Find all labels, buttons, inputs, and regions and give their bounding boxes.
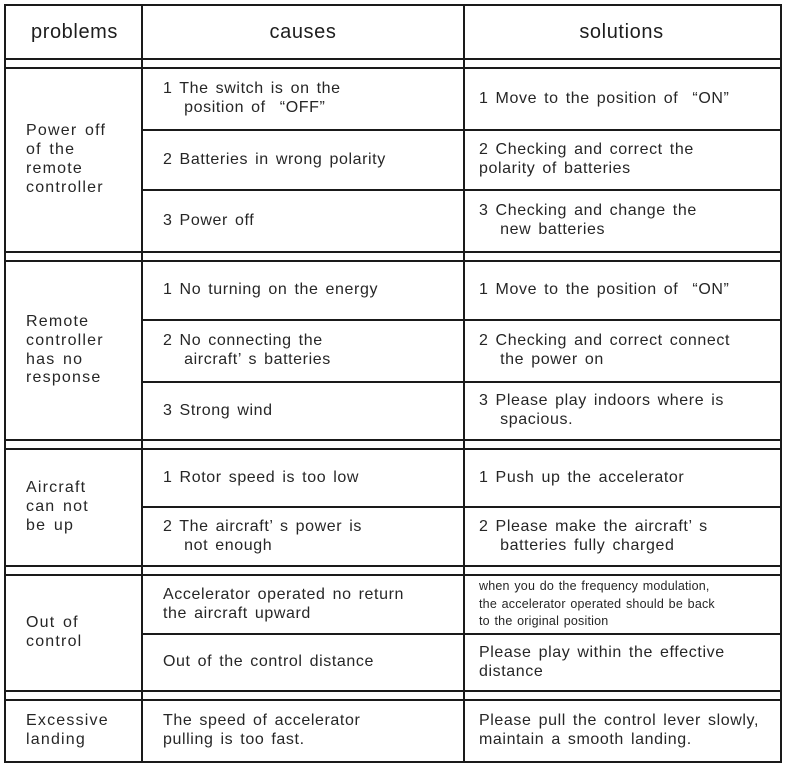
table-row: 3 Power off 3 Checking and change the ne…: [143, 189, 780, 251]
cause-cell: 1 No turning on the energy: [163, 281, 379, 299]
cause-cell: 3 Strong wind: [163, 401, 273, 419]
problem-cell: Out of control: [26, 614, 83, 650]
section-rows: 1 No turning on the energy 1 Move to the…: [143, 262, 780, 439]
cause-cell: Accelerator operated no return the aircr…: [163, 585, 405, 622]
solution-cell: when you do the frequency modulation, th…: [479, 579, 715, 629]
problem-cell: Excessive landing: [26, 712, 109, 748]
solution-cell: 2 Checking and correct the polarity of b…: [479, 141, 694, 177]
cause-cell: 3 Power off: [163, 211, 255, 229]
table-row: 2 No connecting the aircraft’ s batterie…: [143, 319, 780, 381]
problem-cell: Aircraft can not be up: [26, 479, 89, 534]
column-divider-2: [463, 6, 465, 763]
cause-cell: Out of the control distance: [163, 653, 374, 671]
table-row: 3 Strong wind 3 Please play indoors wher…: [143, 381, 780, 439]
section-rows: 1 Rotor speed is too low 1 Push up the a…: [143, 450, 780, 565]
header-solutions: solutions: [579, 20, 664, 43]
section-rows: 1 The switch is on the position of “OFF”…: [143, 69, 780, 251]
section-rows: The speed of accelerator pulling is too …: [143, 701, 780, 761]
solution-cell: 3 Please play indoors where is spacious.: [479, 392, 725, 428]
section-power-off-remote: Power off of the remote controller 1 The…: [6, 67, 780, 253]
table-row: 1 Rotor speed is too low 1 Push up the a…: [143, 450, 780, 506]
section-no-response: Remote controller has no response 1 No t…: [6, 260, 780, 441]
cause-cell: The speed of accelerator pulling is too …: [163, 712, 361, 748]
cause-cell: 2 The aircraft’ s power is not enough: [163, 517, 362, 554]
section-rows: Accelerator operated no return the aircr…: [143, 576, 780, 690]
cause-cell: 1 Rotor speed is too low: [163, 468, 360, 486]
solution-cell: Please pull the control lever slowly, ma…: [479, 712, 760, 748]
table-row: 2 Batteries in wrong polarity 2 Checking…: [143, 129, 780, 189]
cause-cell: 1 The switch is on the position of “OFF”: [163, 80, 341, 116]
section-aircraft-not-up: Aircraft can not be up 1 Rotor speed is …: [6, 448, 780, 567]
table-row: 1 No turning on the energy 1 Move to the…: [143, 262, 780, 319]
solution-cell: 1 Push up the accelerator: [479, 468, 685, 486]
table-row: The speed of accelerator pulling is too …: [143, 701, 780, 761]
solution-cell: 2 Checking and correct connect the power…: [479, 332, 731, 368]
section-out-of-control: Out of control Accelerator operated no r…: [6, 574, 780, 692]
table-row: Accelerator operated no return the aircr…: [143, 576, 780, 633]
section-excessive-landing: Excessive landing The speed of accelerat…: [6, 699, 780, 763]
troubleshooting-table: problems causes solutions Power off of t…: [4, 4, 782, 763]
header-problems: problems: [30, 20, 119, 43]
solution-cell: 1 Move to the position of “ON”: [479, 89, 730, 107]
cause-cell: 2 Batteries in wrong polarity: [163, 150, 386, 168]
column-divider-1: [141, 6, 143, 763]
table-header-row: problems causes solutions: [6, 6, 780, 60]
solution-cell: 1 Move to the position of “ON”: [479, 281, 730, 299]
table-row: 1 The switch is on the position of “OFF”…: [143, 69, 780, 129]
problem-cell: Power off of the remote controller: [26, 122, 107, 196]
cause-cell: 2 No connecting the aircraft’ s batterie…: [163, 332, 331, 368]
solution-cell: 2 Please make the aircraft’ s batteries …: [479, 517, 708, 554]
header-causes: causes: [269, 20, 337, 43]
problem-cell: Remote controller has no response: [26, 312, 104, 387]
table-row: 2 The aircraft’ s power is not enough 2 …: [143, 506, 780, 565]
table-row: Out of the control distance Please play …: [143, 633, 780, 690]
solution-cell: 3 Checking and change the new batteries: [479, 202, 697, 238]
solution-cell: Please play within the effective distanc…: [479, 643, 725, 680]
